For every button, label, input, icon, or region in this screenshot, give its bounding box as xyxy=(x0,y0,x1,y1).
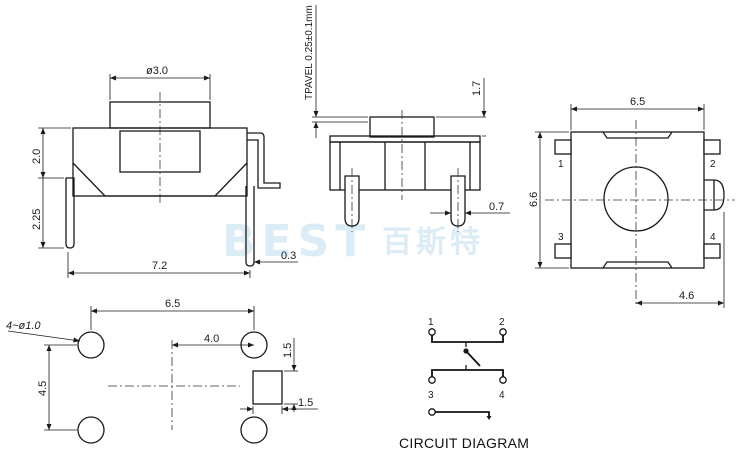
top-pin-label-3: 3 xyxy=(558,232,564,243)
dim-footprint-width: 6.5 xyxy=(165,298,180,310)
circuit-pin-label-3: 3 xyxy=(428,390,434,401)
dim-cap-diameter: ø3.0 xyxy=(146,65,168,77)
top-pin-label-2: 2 xyxy=(710,159,716,170)
dim-actuator-height: 1.7 xyxy=(471,81,483,96)
top-pad-4 xyxy=(703,243,721,259)
top-side-lead xyxy=(704,179,725,211)
front-body xyxy=(329,141,481,191)
footprint-pad xyxy=(252,370,283,405)
side-lead-left xyxy=(65,177,75,249)
circuit-diagram-title: CIRCUIT DIAGRAM xyxy=(399,435,529,451)
circuit-bottom-bus xyxy=(431,369,504,377)
side-view: ø3.0 2.0 2.25 7.2 0.3 xyxy=(31,65,298,278)
circuit-terminal-4 xyxy=(499,376,507,384)
dim-footprint-height: 4.5 xyxy=(37,381,49,396)
dim-footprint-pitch: 4.0 xyxy=(204,333,219,345)
top-pad-3 xyxy=(554,243,572,259)
dim-top-offset: 4.6 xyxy=(679,290,694,302)
dim-travel: TPAVEL 0.25±0.1mm xyxy=(304,5,315,100)
top-pad-2 xyxy=(703,139,721,155)
dim-hole-spec: 4~ø1.0 xyxy=(6,320,41,332)
circuit-terminal-1 xyxy=(428,328,436,336)
dim-body-height: 2.0 xyxy=(31,149,43,164)
dim-lead-height: 2.25 xyxy=(31,209,43,230)
circuit-diagram: 1 2 3 4 CIRCUIT DIAGRAM xyxy=(399,317,529,451)
front-lead-right xyxy=(450,175,466,227)
circuit-pin-label-1: 1 xyxy=(428,317,434,328)
circuit-pin-label-4: 4 xyxy=(499,390,505,401)
footprint-hole-1 xyxy=(77,331,105,359)
dim-lead-thickness: 0.3 xyxy=(281,250,296,262)
watermark-cjk: 百斯特 xyxy=(382,225,484,260)
circuit-terminal-ground xyxy=(428,408,436,416)
dim-body-length: 7.2 xyxy=(152,260,167,272)
top-view: 1 2 3 4 6.5 6.6 4.6 xyxy=(528,96,735,308)
dim-top-height: 6.6 xyxy=(528,192,540,207)
circuit-switch-arm xyxy=(465,350,481,367)
dim-pad-height: 1.5 xyxy=(282,343,294,358)
circuit-terminal-2 xyxy=(499,328,507,336)
top-pin-label-4: 4 xyxy=(710,232,716,243)
bevel-right xyxy=(214,162,248,197)
dim-top-width: 6.5 xyxy=(630,96,645,108)
footprint-hole-4 xyxy=(240,416,268,444)
circuit-terminal-3 xyxy=(428,376,436,384)
front-view: TPAVEL 0.25±0.1mm 1.7 0.7 xyxy=(304,5,510,232)
front-lead-left xyxy=(344,175,360,227)
footprint-hole-3 xyxy=(77,416,105,444)
dim-pad-width: 1.5 xyxy=(298,397,313,409)
circuit-top-bus xyxy=(431,335,504,343)
bevel-left xyxy=(72,162,106,197)
top-pad-1 xyxy=(554,139,572,155)
top-pin-label-1: 1 xyxy=(558,159,564,170)
circuit-pin-label-2: 2 xyxy=(499,317,505,328)
side-lead-right xyxy=(247,132,281,189)
pcb-footprint: 4~ø1.0 6.5 4.0 4.5 1.5 1.5 xyxy=(6,298,318,444)
side-lead-right-pin xyxy=(245,186,255,267)
dim-lead-width: 0.7 xyxy=(489,201,504,213)
